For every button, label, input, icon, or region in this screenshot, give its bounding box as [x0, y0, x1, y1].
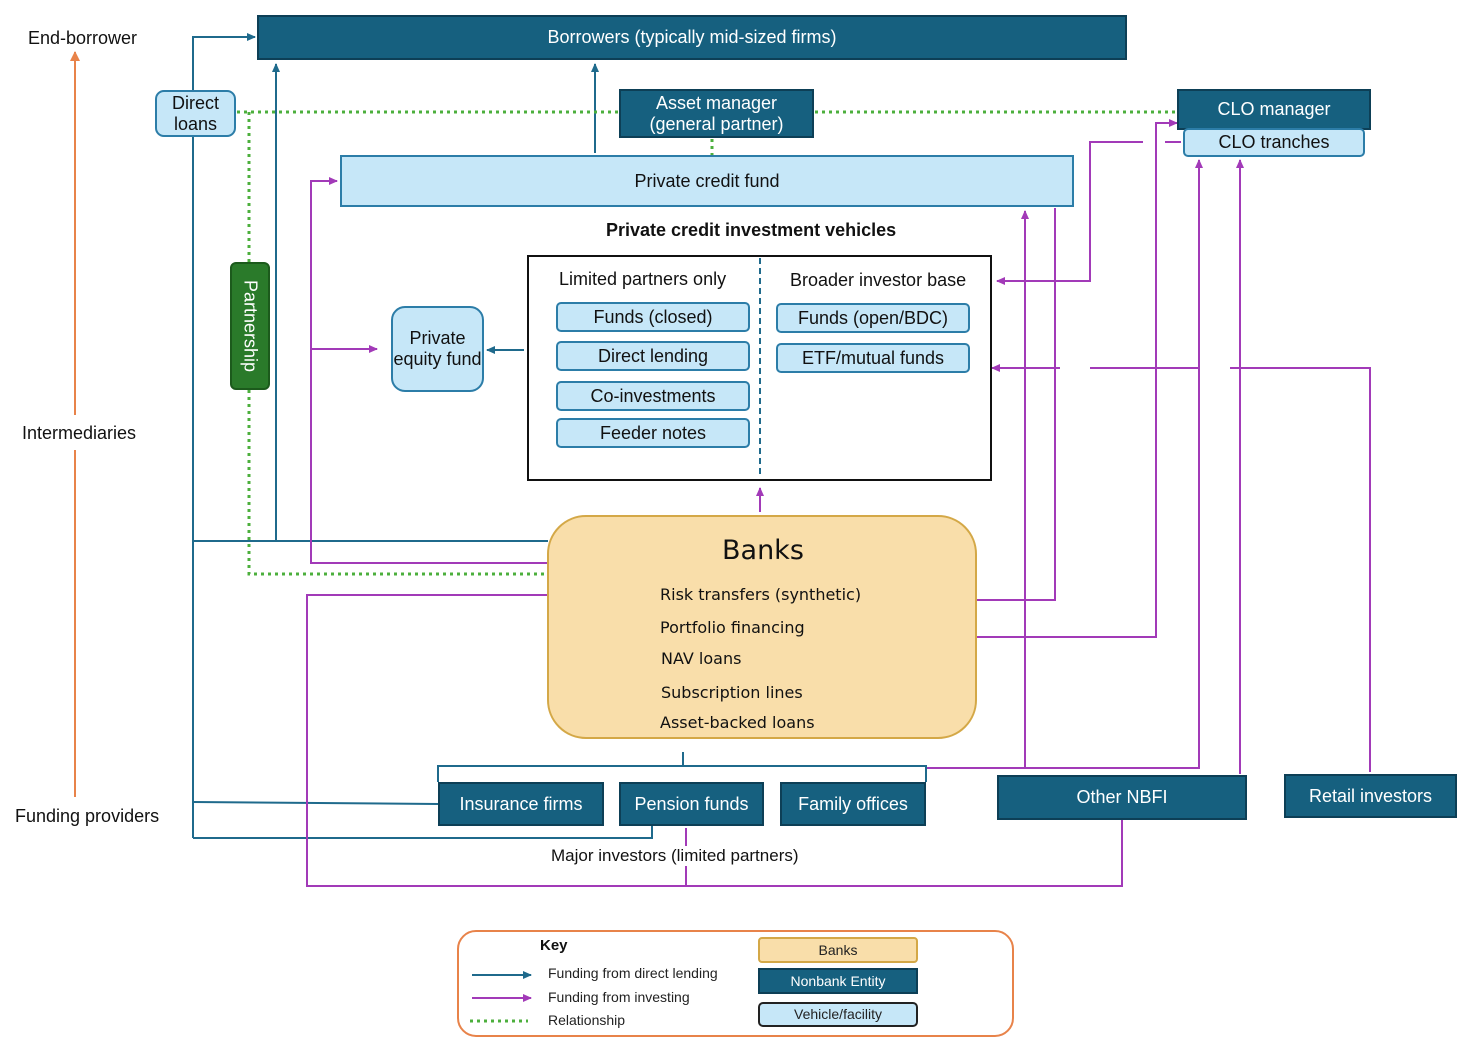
intermediaries-label: Intermediaries: [22, 423, 137, 444]
bank-item-asset-backed-loans: Asset-backed loans: [660, 713, 815, 732]
clo-tranches-node: CLO tranches: [1183, 128, 1365, 157]
key-vehicle-swatch: Vehicle/facility: [758, 1002, 918, 1027]
major-investors-label: Major investors (limited partners): [551, 846, 799, 866]
clo-manager-node: CLO manager: [1177, 89, 1371, 130]
lp-item-co-investments: Co-investments: [556, 381, 750, 411]
private-credit-fund-node: Private credit fund: [340, 155, 1074, 207]
bank-item-portfolio-financing: Portfolio financing: [660, 618, 805, 637]
lp-item-direct-lending: Direct lending: [556, 341, 750, 371]
family-offices-node: Family offices: [780, 782, 926, 826]
funding-providers-label: Funding providers: [15, 806, 160, 826]
lp-heading: Limited partners only: [559, 269, 727, 289]
pension-funds-node: Pension funds: [619, 782, 764, 826]
partnership-node: Partnership: [230, 262, 270, 390]
banks-title: Banks: [722, 535, 804, 566]
other-nbfi-node: Other NBFI: [997, 775, 1247, 820]
private-equity-fund-node: Private equity fund: [391, 306, 484, 392]
key-relationship-label: Relationship: [548, 1012, 626, 1028]
bank-item-nav-loans: NAV loans: [661, 649, 742, 668]
insurance-firms-node: Insurance firms: [438, 782, 604, 826]
direct-loans-node: Direct loans: [155, 90, 236, 137]
borrowers-node: Borrowers (typically mid-sized firms): [257, 15, 1127, 60]
key-title: Key: [540, 937, 568, 954]
vehicles-title: Private credit investment vehicles: [606, 220, 897, 240]
retail-investors-node: Retail investors: [1284, 774, 1457, 818]
broad-item-funds-open: Funds (open/BDC): [776, 303, 970, 333]
key-direct-label: Funding from direct lending: [548, 965, 718, 981]
partnership-label: Partnership: [240, 279, 261, 373]
bank-item-risk-transfers: Risk transfers (synthetic): [660, 585, 862, 604]
key-investing-label: Funding from investing: [548, 989, 690, 1005]
end-borrower-label: End-borrower: [28, 28, 138, 48]
lp-item-feeder-notes: Feeder notes: [556, 418, 750, 448]
key-banks-swatch: Banks: [758, 937, 918, 963]
bank-item-subscription-lines: Subscription lines: [661, 683, 803, 702]
key-nonbank-swatch: Nonbank Entity: [758, 968, 918, 994]
asset-manager-node: Asset manager (general partner): [619, 89, 814, 138]
lp-item-funds-closed: Funds (closed): [556, 302, 750, 332]
broad-heading: Broader investor base: [790, 270, 967, 290]
broad-item-etf: ETF/mutual funds: [776, 343, 970, 373]
